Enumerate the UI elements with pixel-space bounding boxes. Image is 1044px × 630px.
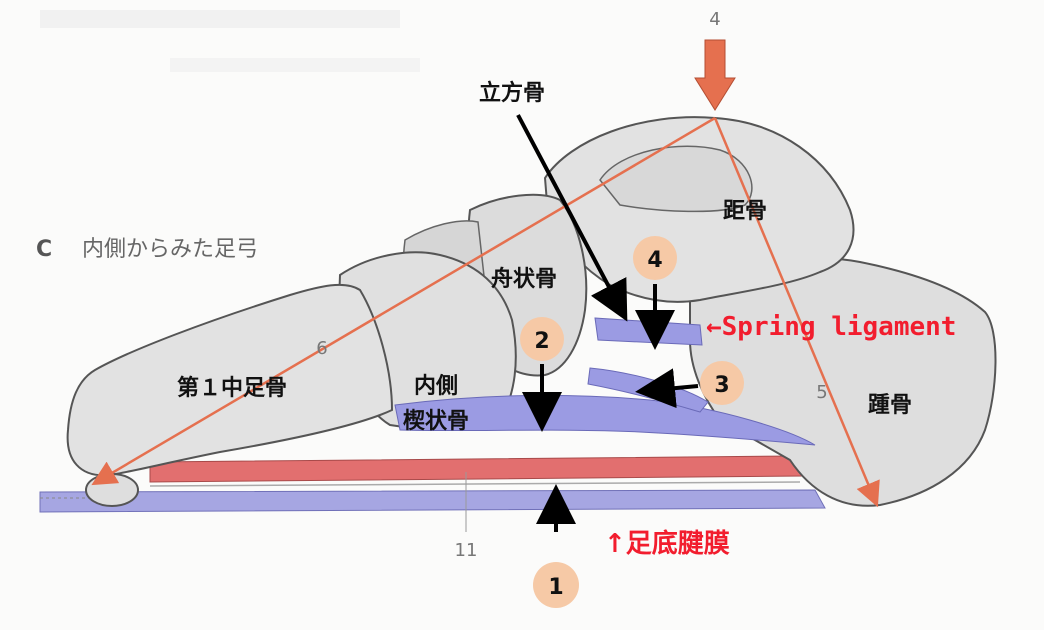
figure-caption-letter: C xyxy=(36,237,52,262)
figure-caption-text: 内側からみた足弓 xyxy=(82,237,258,262)
annotation-plantar-aponeurosis: ↑足底腱膜 xyxy=(604,528,730,559)
label-medial-cuneiform-2: 楔状骨 xyxy=(403,408,469,434)
label-calcaneus: 踵骨 xyxy=(868,393,912,418)
spring-ligament-fibers xyxy=(594,317,703,346)
label-cuboid: 立方骨 xyxy=(479,80,545,106)
sesamoid-bone xyxy=(85,473,139,507)
plantar-band xyxy=(39,489,826,513)
number-11: 11 xyxy=(455,540,478,561)
marker-3: 3 xyxy=(700,361,744,405)
arrow-cuboid xyxy=(516,114,628,322)
calcaneus-bone xyxy=(689,257,997,507)
marker-1-label: 1 xyxy=(548,575,563,600)
faded-header-text xyxy=(40,10,400,28)
arch-line-5 xyxy=(713,117,880,508)
arrow-marker-3 xyxy=(635,368,699,409)
marker-2: 2 xyxy=(520,317,564,361)
label-navicular: 舟状骨 xyxy=(491,266,557,292)
number-4-top: 4 xyxy=(709,9,720,30)
load-arrow xyxy=(694,39,736,111)
marker-4: 4 xyxy=(633,236,677,280)
marker-3-label: 3 xyxy=(714,373,729,398)
number-5: 5 xyxy=(816,382,827,403)
label-talus: 距骨 xyxy=(723,199,767,224)
label-first-metatarsal: 第１中足骨 xyxy=(177,375,287,401)
annotation-spring-ligament: ←Spring ligament xyxy=(706,312,956,342)
label-medial-cuneiform-1: 内側 xyxy=(414,374,458,399)
marker-2-label: 2 xyxy=(534,329,549,354)
number-6: 6 xyxy=(316,338,327,359)
marker-4-label: 4 xyxy=(647,248,662,273)
white-band-line xyxy=(149,481,801,487)
first-metatarsal-bone xyxy=(66,283,394,477)
arch-line-6 xyxy=(91,116,716,486)
aponeurosis-band xyxy=(149,455,803,483)
faded-header-text-2 xyxy=(170,58,420,72)
marker-1: 1 xyxy=(533,562,579,608)
